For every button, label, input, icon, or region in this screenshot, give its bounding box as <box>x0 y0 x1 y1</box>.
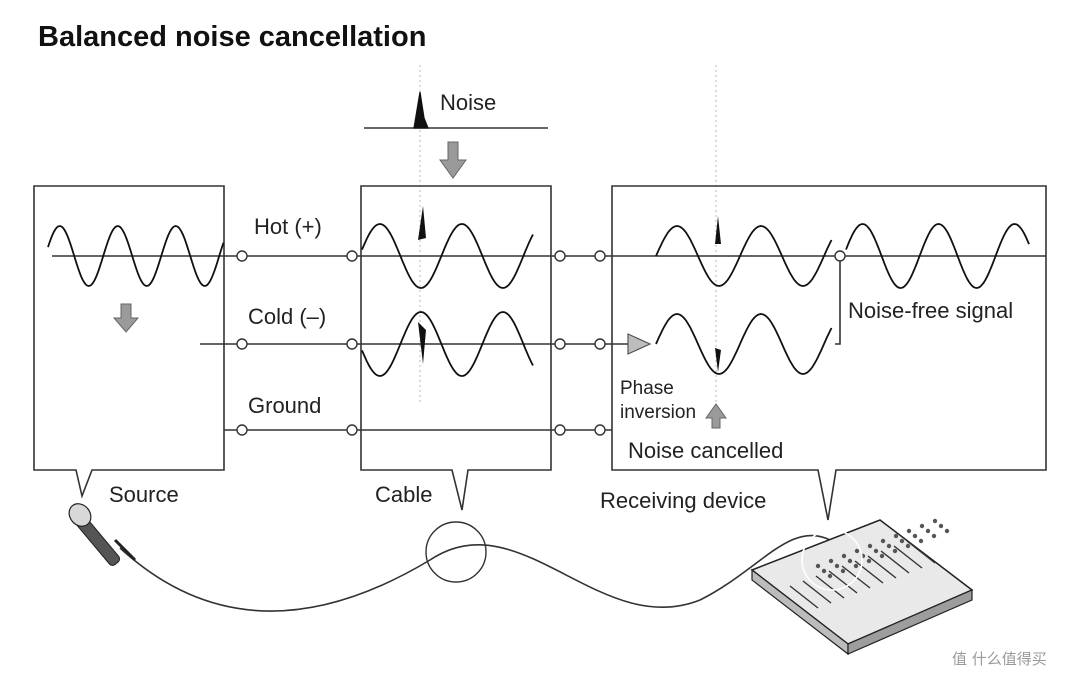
mixer-fader <box>880 550 910 574</box>
mixing-console-icon <box>750 518 974 656</box>
mixer-knob <box>879 553 885 559</box>
phase-label-line1: Phase <box>620 378 674 399</box>
mixer-fader <box>815 575 845 599</box>
microphone-icon <box>68 503 137 566</box>
mixer-knob <box>944 528 950 534</box>
source-label: Source <box>109 482 179 507</box>
noise-source: Noise <box>364 90 548 179</box>
mixer-knob <box>899 538 905 544</box>
mixer-knob <box>840 568 846 574</box>
source-hot-wave <box>47 225 225 287</box>
waveforms <box>47 223 1030 377</box>
cold-wire-label: Cold (–) <box>248 304 326 329</box>
junction-node <box>236 338 248 350</box>
mixer-knob <box>893 533 899 539</box>
cable-cold-wave <box>361 311 534 377</box>
hot-wire-label: Hot (+) <box>254 214 322 239</box>
mixer-knob <box>925 528 931 534</box>
phase-inversion-triangle-icon <box>627 333 652 355</box>
connection-cable <box>119 534 831 612</box>
summing-junction-line <box>835 256 841 345</box>
source-box <box>33 185 225 499</box>
cable-box <box>360 185 552 511</box>
junction-node <box>554 338 566 350</box>
mixer-fader <box>867 555 897 579</box>
ground-wire-label: Ground <box>248 393 321 418</box>
mixer-knob <box>931 533 937 539</box>
mixer-knob <box>841 553 847 559</box>
junction-node <box>346 424 358 436</box>
cable-hot-wave <box>361 223 534 289</box>
mixer-knob <box>867 543 873 549</box>
noise-down-arrow-icon <box>439 141 467 179</box>
noise-free-output-wave <box>845 223 1030 289</box>
mixer-knob <box>919 523 925 529</box>
mixer-fader <box>828 570 858 594</box>
noise-cancelled-up-arrow-icon <box>705 403 727 429</box>
watermark: 值 什么值得买 <box>952 650 1047 668</box>
junction-node <box>594 424 606 436</box>
mixer-knob <box>906 528 912 534</box>
mixer-knob <box>853 563 859 569</box>
mixer-fader <box>789 585 819 609</box>
mixer-knob <box>827 573 833 579</box>
junction-node <box>236 250 248 262</box>
mixer-knob <box>821 568 827 574</box>
mixer-knob <box>873 548 879 554</box>
cable-zoom-circle <box>425 521 487 583</box>
junction-node <box>554 424 566 436</box>
mixer-fader <box>854 560 884 584</box>
receiver-hot-wave <box>655 225 833 287</box>
noise-spike-cold <box>418 322 426 364</box>
mixer-zoom-circle <box>801 529 863 591</box>
noise-spike-receiver-cold <box>715 348 721 372</box>
junction-node <box>554 250 566 262</box>
junction-nodes <box>236 250 846 436</box>
junction-node <box>834 250 846 262</box>
source-down-arrow-icon <box>112 303 140 333</box>
mixer-knob <box>886 543 892 549</box>
mixer-knob <box>834 563 840 569</box>
mixer-knob <box>847 558 853 564</box>
receiver-cold-wave <box>655 313 833 375</box>
mixer-knob <box>892 548 898 554</box>
mixer-knob <box>880 538 886 544</box>
junction-node <box>236 424 248 436</box>
mixer-knob <box>905 543 911 549</box>
phase-label-line2: inversion <box>620 402 696 423</box>
receiving-device-label: Receiving device <box>600 488 766 513</box>
noise-cancelled-label: Noise cancelled <box>628 438 783 463</box>
mixer-fader <box>906 540 936 564</box>
mixer-fader <box>802 580 832 604</box>
mixer-knob <box>815 563 821 569</box>
mixer-knob <box>828 558 834 564</box>
mixer-knob <box>918 538 924 544</box>
junction-node <box>594 338 606 350</box>
receiving-device-box <box>611 185 1047 521</box>
noise-free-signal-label: Noise-free signal <box>848 298 1013 323</box>
mixer-knob <box>932 518 938 524</box>
noise-label: Noise <box>440 90 496 115</box>
noise-spike-hot <box>418 206 426 240</box>
diagram-title: Balanced noise cancellation <box>38 21 426 53</box>
mixer-knob <box>938 523 944 529</box>
junction-node <box>346 250 358 262</box>
mixer-fader <box>893 545 923 569</box>
mixer-knob <box>912 533 918 539</box>
mixer-knob <box>854 548 860 554</box>
junction-node <box>346 338 358 350</box>
cable-label: Cable <box>375 482 432 507</box>
noise-spike-receiver-hot <box>715 216 721 244</box>
junction-node <box>594 250 606 262</box>
mixer-knob <box>866 558 872 564</box>
